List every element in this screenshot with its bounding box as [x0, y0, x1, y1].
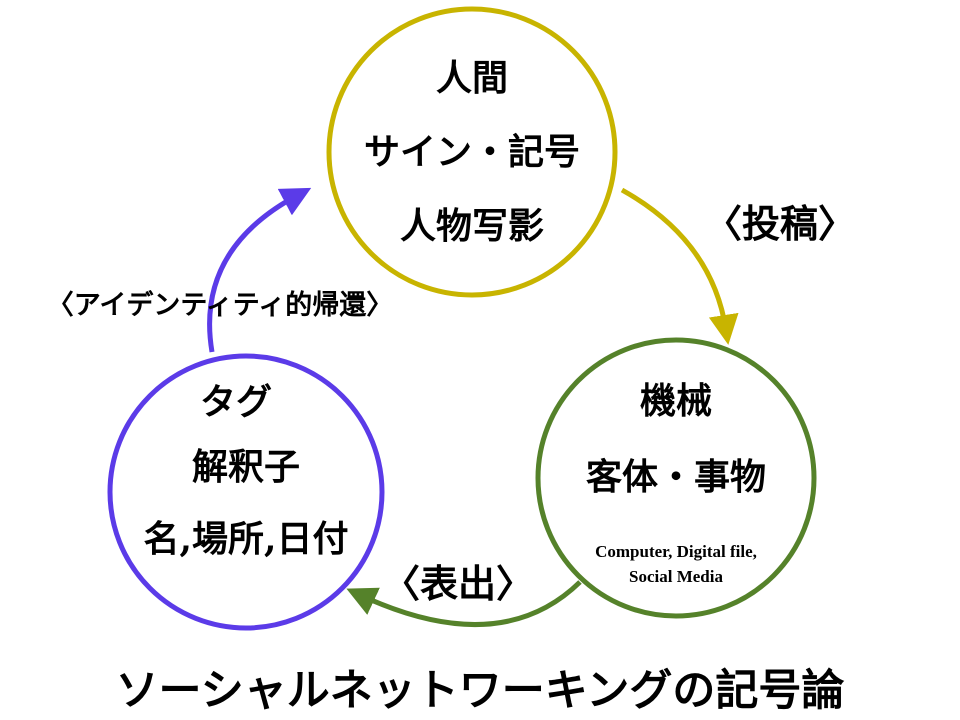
node-human-circle — [326, 6, 618, 298]
node-human-sign: サイン・記号 — [364, 131, 580, 173]
page-title: ソーシャルネットワーキングの記号論 — [116, 666, 845, 716]
edge-express-arrow — [346, 580, 582, 628]
edge-identity-arrow — [207, 187, 312, 353]
node-machine: 機械 客体・事物 Computer, Digital file, Social … — [535, 337, 817, 619]
node-tag-circle — [107, 353, 385, 631]
node-machine-object: 客体・事物 — [586, 456, 766, 498]
node-human: 人間 サイン・記号 人物写影 — [326, 6, 618, 298]
node-tag-title: タグ — [200, 381, 272, 423]
node-tag-interpretant: 解釈子 — [192, 446, 300, 488]
node-human-title: 人間 — [436, 57, 508, 99]
edge-post-arrow — [620, 187, 739, 345]
node-machine-detail-2: Social Media — [629, 567, 723, 586]
node-machine-detail-1: Computer, Digital file, — [595, 542, 757, 561]
node-machine-title: 機械 — [640, 380, 712, 422]
node-machine-circle — [535, 337, 817, 619]
edge-identity-label: 〈アイデンティティ的帰還〉 — [47, 289, 393, 321]
edge-express-label: 〈表出〉 — [382, 561, 534, 606]
edge-post-label: 〈投稿〉 — [704, 201, 856, 246]
node-tag-fields: 名,場所,日付 — [143, 518, 348, 560]
node-tag: タグ 解釈子 名,場所,日付 — [107, 353, 385, 631]
node-human-portrait: 人物写影 — [400, 205, 544, 247]
